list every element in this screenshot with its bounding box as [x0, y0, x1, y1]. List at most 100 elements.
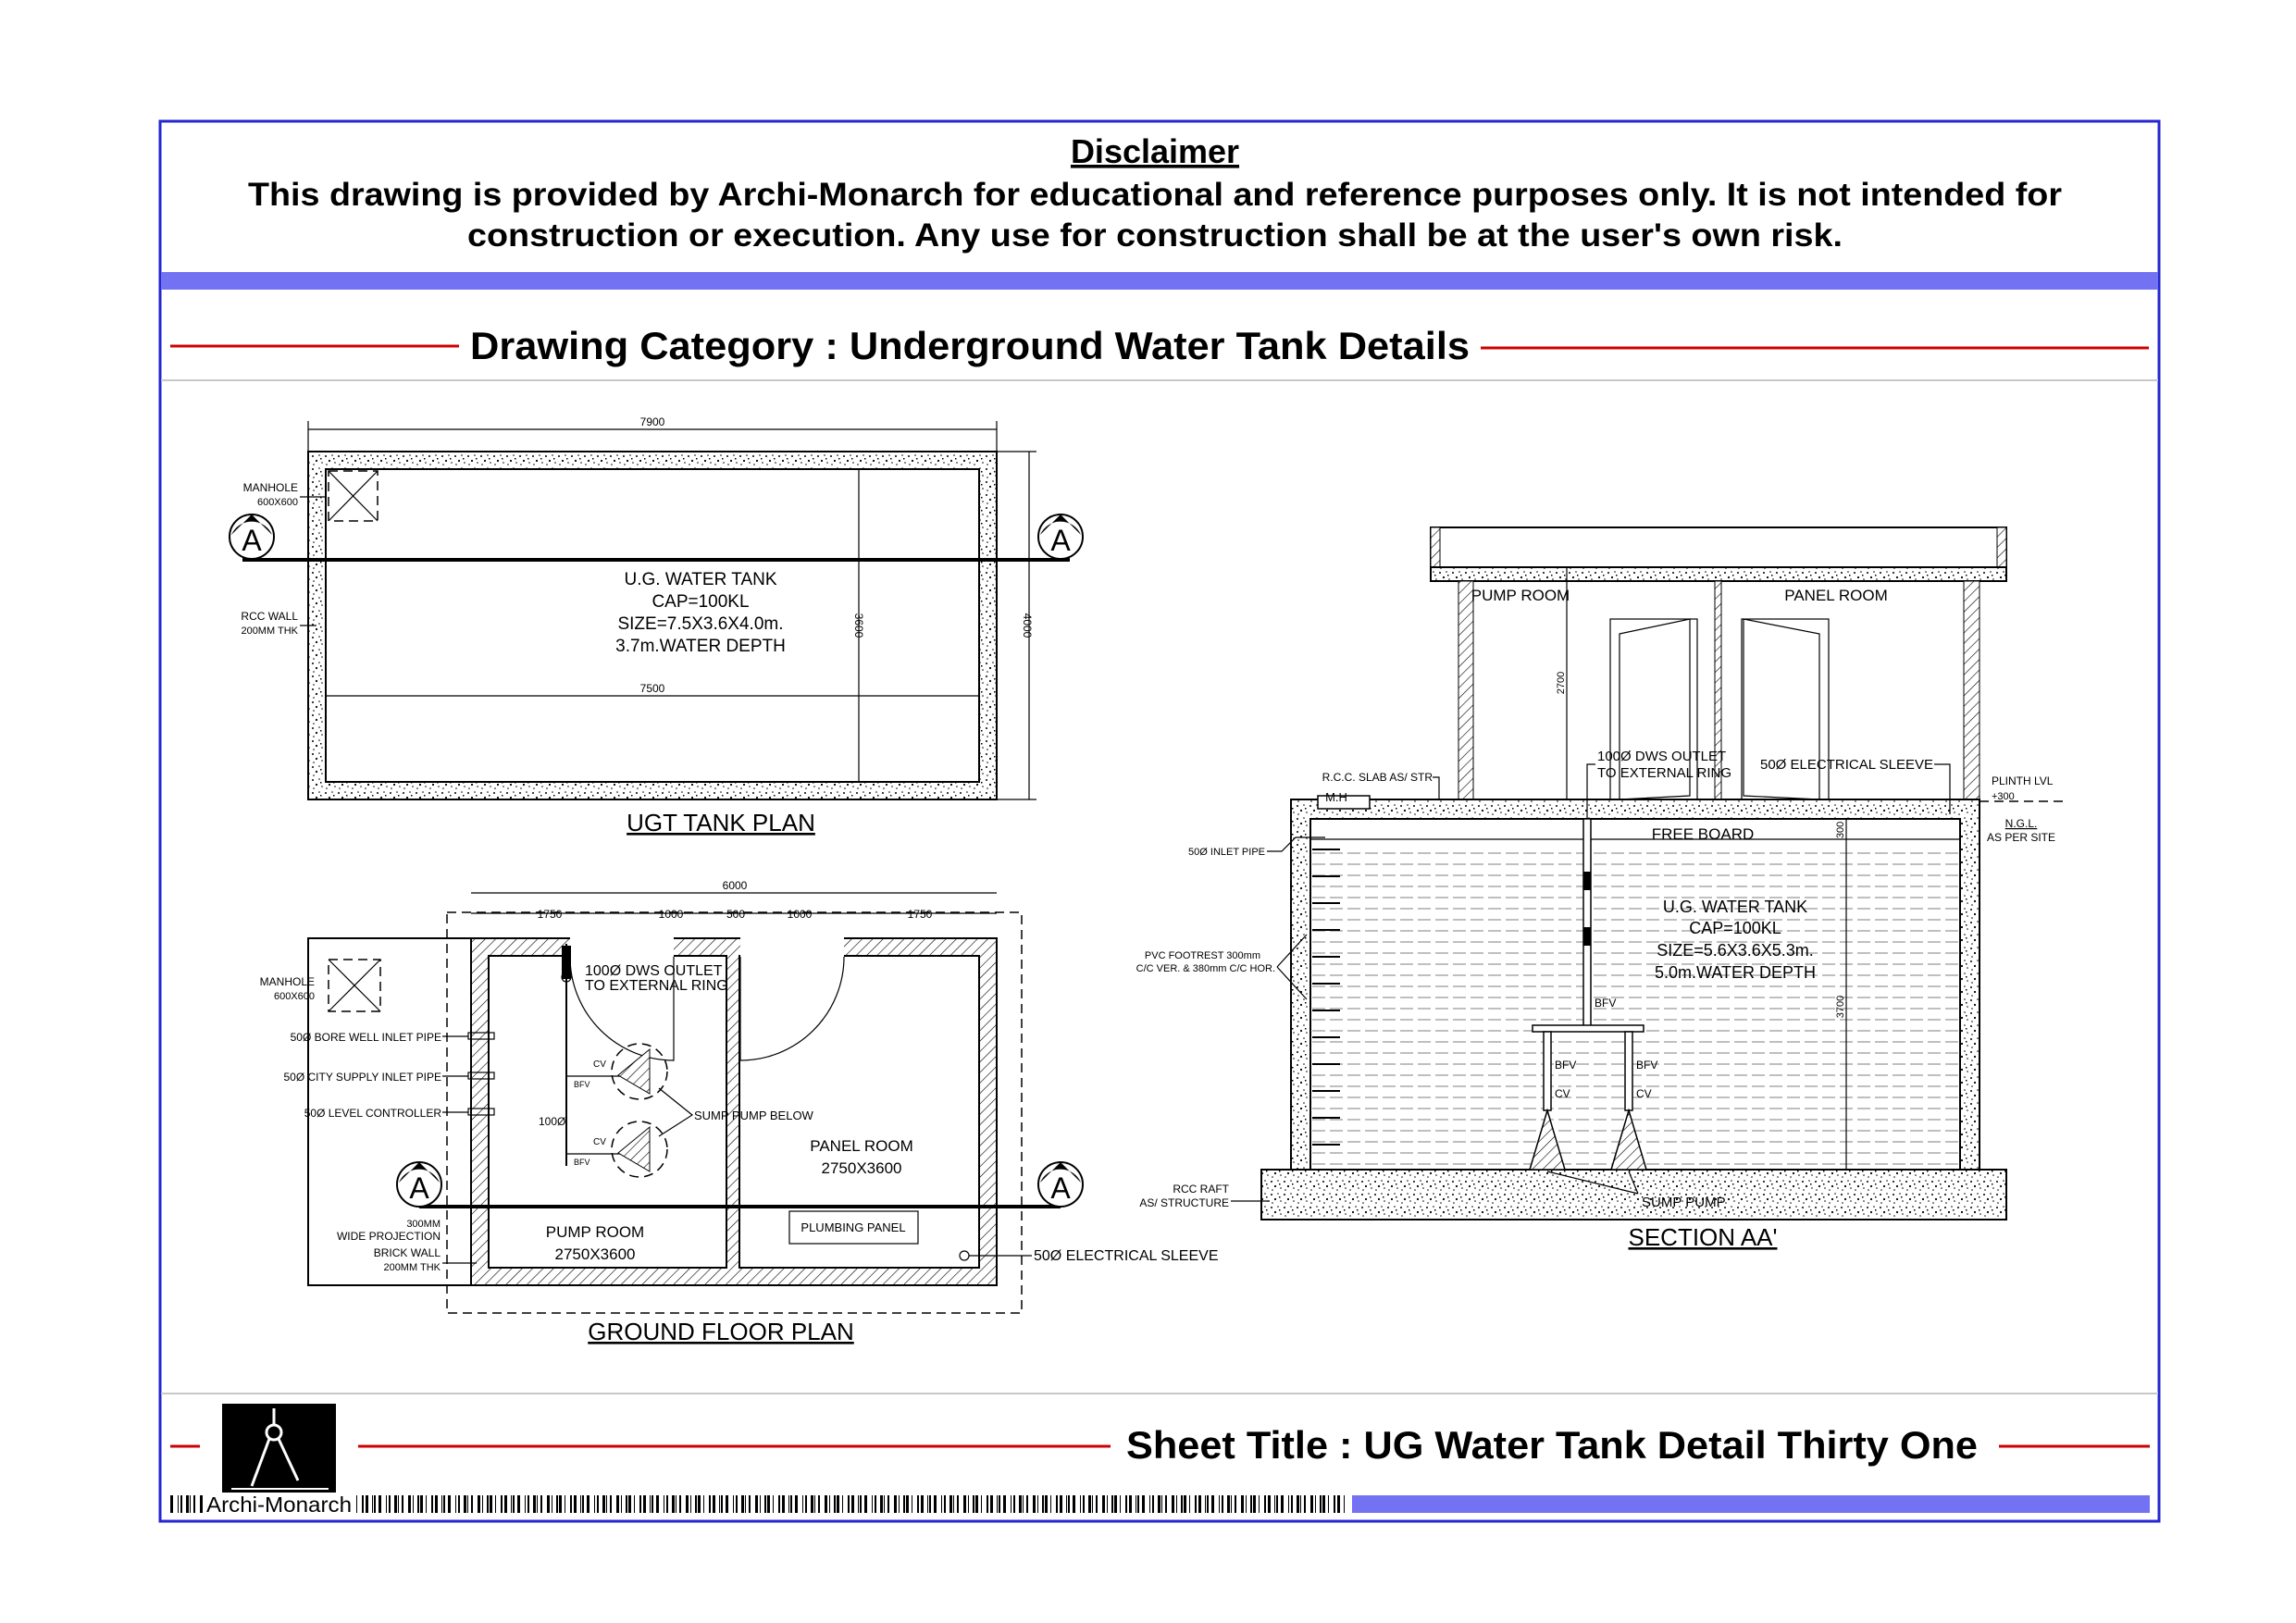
barcode-bar — [626, 1495, 627, 1513]
barcode-bar — [525, 1495, 526, 1513]
barcode-bar — [394, 1495, 397, 1513]
barcode-bar — [441, 1495, 442, 1513]
barcode-bar — [482, 1495, 483, 1513]
barcode-bar — [180, 1495, 182, 1513]
barcode-bar — [1281, 1495, 1284, 1513]
projection-label: 300MM — [406, 1219, 441, 1230]
sump-pump-below-label: SUMP PUMP BELOW — [694, 1109, 814, 1122]
barcode-bar — [193, 1495, 195, 1513]
barcode-bar — [1291, 1495, 1293, 1513]
barcode-bar — [455, 1495, 456, 1513]
barcode-bar — [1142, 1495, 1145, 1513]
barcode-bar — [1149, 1495, 1150, 1513]
barcode-bar — [755, 1495, 758, 1513]
svg-text:CV: CV — [593, 1059, 606, 1070]
barcode-bar — [587, 1495, 590, 1513]
barcode-bar — [408, 1495, 411, 1513]
barcode-bar — [679, 1495, 681, 1513]
barcode-bar — [426, 1495, 427, 1513]
barcode-bar — [1120, 1495, 1121, 1513]
disclaimer-title: Disclaimer — [1071, 132, 1239, 170]
barcode-bar — [537, 1495, 538, 1513]
barcode-bar — [417, 1495, 419, 1513]
rcc-wall-thickness-label: 200MM THK — [241, 626, 298, 637]
barcode-bar — [829, 1495, 830, 1513]
barcode-bar — [178, 1495, 179, 1513]
sump-pump-symbol-1: CV BFV — [566, 1043, 668, 1100]
brand-name: Archi-Monarch — [206, 1493, 352, 1517]
barcode-bar — [1300, 1495, 1301, 1513]
rcc-raft-structure-label: AS/ STRUCTURE — [1139, 1196, 1229, 1209]
barcode-bar — [1003, 1495, 1006, 1513]
pvc-footrests — [1312, 849, 1340, 1146]
barcode-bar — [953, 1495, 954, 1513]
barcode-bar — [1227, 1495, 1230, 1513]
rcc-raft-label: RCC RAFT — [1173, 1183, 1229, 1196]
barcode-bar — [906, 1495, 909, 1513]
rcc-slab-label: R.C.C. SLAB AS/ STR — [1322, 771, 1433, 784]
barcode-bar — [1246, 1495, 1247, 1513]
brick-wall-thickness-label: 200MM THK — [383, 1262, 441, 1273]
barcode-bar — [811, 1495, 813, 1513]
barcode-bar — [764, 1495, 766, 1513]
manhole-mh-label: M.H — [1325, 790, 1347, 804]
barcode-bar — [1080, 1495, 1081, 1513]
barcode-bar — [1096, 1495, 1098, 1513]
sump-pump-label: SUMP PUMP — [1642, 1195, 1726, 1210]
barcode-bar — [941, 1495, 942, 1513]
barcode-bar — [741, 1495, 744, 1513]
section-tank-capacity: CAP=100KL — [1689, 919, 1781, 937]
barcode-bar — [1033, 1495, 1036, 1513]
barcode-bar — [760, 1495, 761, 1513]
barcode-bar — [666, 1495, 668, 1513]
barcode-bar — [1165, 1495, 1167, 1513]
manhole-size-label: 600X600 — [274, 991, 315, 1002]
barcode-bar — [621, 1495, 622, 1513]
section-marker-left: A — [229, 514, 275, 560]
barcode-bar — [726, 1495, 728, 1513]
barcode-bar — [1184, 1495, 1186, 1513]
barcode-bar — [1073, 1495, 1075, 1513]
barcode-bar — [814, 1495, 815, 1513]
dim-segment-1: 1750 — [538, 908, 563, 921]
barcode-bar — [582, 1495, 584, 1513]
barcode-bar — [1152, 1495, 1154, 1513]
barcode-bar — [616, 1495, 619, 1513]
barcode-bar — [487, 1495, 489, 1513]
tank-water-depth: 3.7m.WATER DEPTH — [615, 637, 786, 656]
plinth-level-label: PLINTH LVL — [1992, 774, 2054, 787]
sheet-frame — [158, 119, 2161, 1523]
manhole-label: MANHOLE — [243, 481, 298, 494]
barcode-bar — [709, 1495, 711, 1513]
barcode-bar — [1268, 1495, 1271, 1513]
barcode-bar — [610, 1495, 612, 1513]
barcode-bar — [386, 1495, 387, 1513]
barcode-bar — [944, 1495, 946, 1513]
barcode-bar — [402, 1495, 403, 1513]
barcode-bar — [490, 1495, 492, 1513]
barcode-bar — [834, 1495, 836, 1513]
section-tank-name: U.G. WATER TANK — [1663, 898, 1807, 916]
barcode-bar — [1328, 1495, 1329, 1513]
barcode-bar — [1068, 1495, 1070, 1513]
barcode-bar — [872, 1495, 873, 1513]
svg-text:BFV: BFV — [574, 1158, 590, 1167]
barcode-bar — [736, 1495, 738, 1513]
barcode-bar — [1235, 1495, 1236, 1513]
barcode-bar — [458, 1495, 460, 1513]
section-outlet-destination-label: TO EXTERNAL RING — [1597, 765, 1731, 781]
barcode-bar — [467, 1495, 468, 1513]
barcode-bar — [527, 1495, 529, 1513]
plinth-level-value: +300 — [1992, 791, 2015, 802]
barcode-bar — [721, 1495, 723, 1513]
barcode-bar — [713, 1495, 715, 1513]
manhole-symbol — [328, 959, 381, 1012]
barcode-bar — [443, 1495, 445, 1513]
barcode-bar — [478, 1495, 480, 1513]
barcode-bar — [517, 1495, 520, 1513]
drawing-category-title: Drawing Category : Underground Water Tan… — [470, 324, 1470, 367]
inlet-pipe-label: 50Ø INLET PIPE — [1188, 847, 1265, 858]
barcode-bar — [186, 1495, 189, 1513]
barcode-bar — [1060, 1495, 1062, 1513]
barcode-bar — [628, 1495, 631, 1513]
